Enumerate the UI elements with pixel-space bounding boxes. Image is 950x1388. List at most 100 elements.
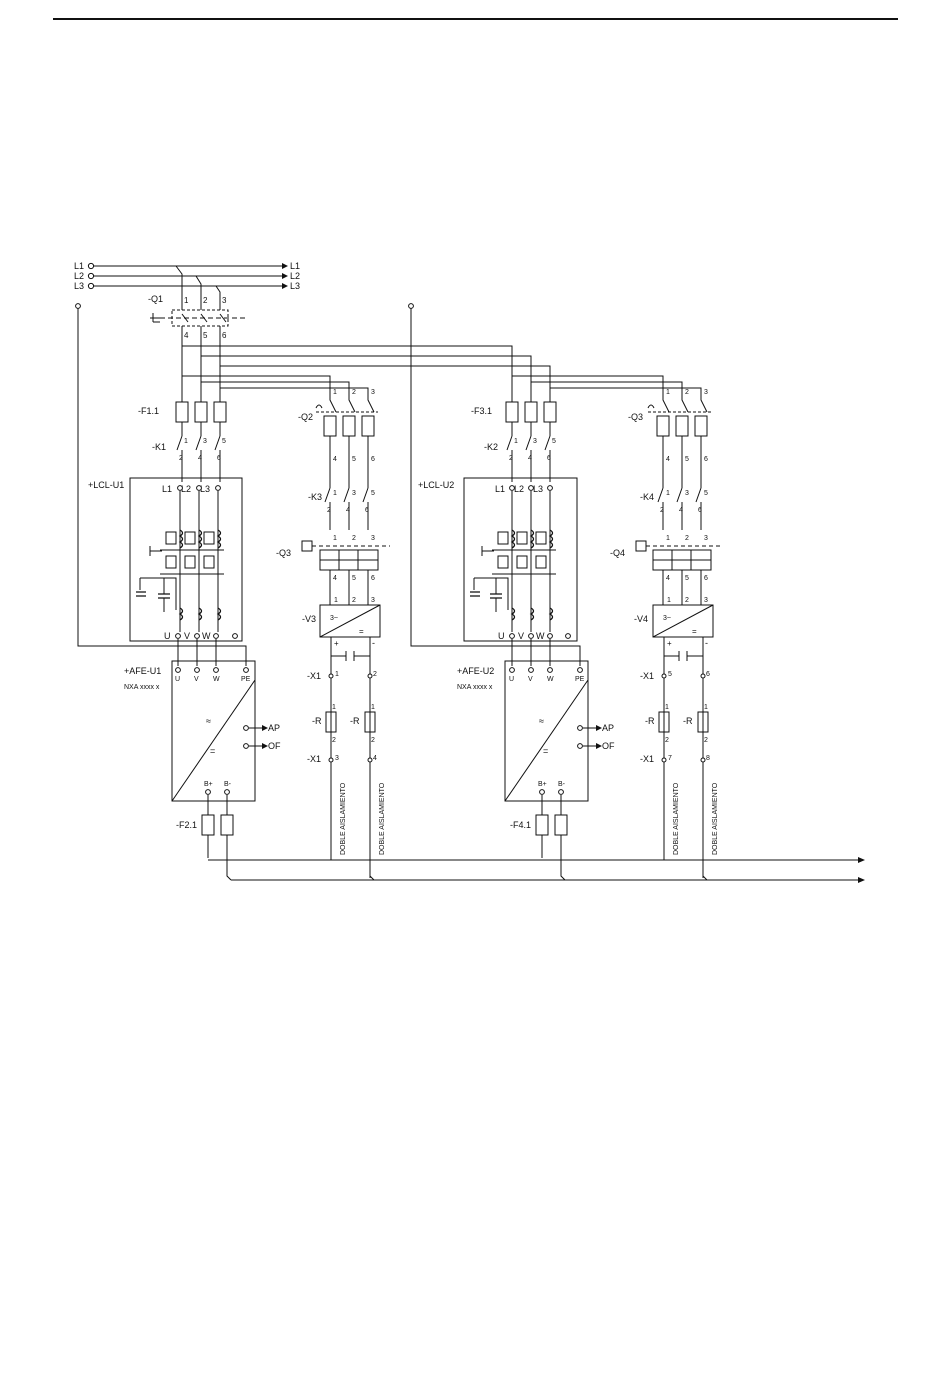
k2-pin-bottom-4: 4 bbox=[528, 455, 532, 462]
brake2-breaker-pin-4: 4 bbox=[666, 456, 670, 463]
x1-b2-pin-5: 5 bbox=[668, 671, 672, 678]
brake2-protector-pin-6: 6 bbox=[704, 575, 708, 582]
k2-pin-top-1: 1 bbox=[514, 438, 518, 445]
x1-b2-pin-6: 6 bbox=[706, 671, 710, 678]
r-b1b-pin-1: 1 bbox=[371, 704, 375, 711]
k3-pin-top-1: 1 bbox=[333, 490, 337, 497]
pe-post-2 bbox=[408, 303, 414, 309]
v3-dc-plus: + bbox=[334, 639, 339, 648]
brake1-protector-pin-4: 4 bbox=[333, 575, 337, 582]
lcl1-in-l1: L1 bbox=[162, 484, 172, 494]
afe1-pin-bminus: B- bbox=[224, 781, 232, 788]
unit-1-afe-model: NXA xxxx x bbox=[124, 684, 160, 691]
unit-1-fuse-label: -F1.1 bbox=[138, 406, 159, 416]
r-b2a-pin-2: 2 bbox=[665, 737, 669, 744]
lcl2-out-w: W bbox=[536, 631, 545, 641]
v3-pin-1: 1 bbox=[334, 597, 338, 604]
afe1-output-of: OF bbox=[268, 741, 281, 751]
brake-1-insulation-2: DOBLE AISLAMIENTO bbox=[379, 782, 386, 855]
pe-post-1 bbox=[75, 303, 81, 309]
brake1-breaker-pin-1: 1 bbox=[333, 389, 337, 396]
v3-ac-symbol: 3~ bbox=[330, 615, 338, 622]
lcl2-in-l2: L2 bbox=[514, 484, 524, 494]
afe2-pin-u: U bbox=[509, 676, 514, 683]
brake1-protector-pin-1: 1 bbox=[333, 535, 337, 542]
unit-2-fuse-label: -F3.1 bbox=[471, 406, 492, 416]
lcl2-out-v: V bbox=[518, 631, 524, 641]
unit-2-afe-label: +AFE-U2 bbox=[457, 666, 494, 676]
main-breaker-q1: -Q1 1 2 3 4 5 6 bbox=[148, 294, 245, 340]
k3-pin-bottom-2: 2 bbox=[327, 507, 331, 514]
k4-pin-bottom-2: 2 bbox=[660, 507, 664, 514]
x1-b1-pin-1: 1 bbox=[335, 671, 339, 678]
phase-label-in-l2: L2 bbox=[74, 271, 84, 281]
v4-pin-2: 2 bbox=[685, 597, 689, 604]
brake-2: -Q3 1 2 3 4 5 6 -K4 1 3 5 2 4 6 -Q4 1 2 … bbox=[610, 389, 722, 878]
q1-terminal-top-3: 3 bbox=[222, 296, 227, 305]
brake2-breaker-pin-6: 6 bbox=[704, 456, 708, 463]
afe1-pin-v: V bbox=[194, 676, 199, 683]
brake1-protector-pin-6: 6 bbox=[371, 575, 375, 582]
k4-pin-top-1: 1 bbox=[666, 490, 670, 497]
v4-dc-symbol: = bbox=[692, 627, 697, 636]
brake1-breaker-pin-3: 3 bbox=[371, 389, 375, 396]
k4-pin-top-5: 5 bbox=[704, 490, 708, 497]
k4-pin-bottom-4: 4 bbox=[679, 507, 683, 514]
brake-1-resistor-1-label: -R bbox=[312, 716, 322, 726]
feed-line-l3: L3 L3 bbox=[74, 281, 300, 291]
q1-terminal-top-1: 1 bbox=[184, 296, 189, 305]
afe2-pin-bminus: B- bbox=[558, 781, 566, 788]
k2-pin-bottom-2: 2 bbox=[509, 455, 513, 462]
k1-pin-top-1: 1 bbox=[184, 438, 188, 445]
brake-1-terminal-top-label: -X1 bbox=[307, 671, 321, 681]
lcl1-internals bbox=[136, 491, 224, 632]
brake-1-protector-label: -Q3 bbox=[276, 548, 291, 558]
afe1-pin-u: U bbox=[175, 676, 180, 683]
brake1-breaker-pin-2: 2 bbox=[352, 389, 356, 396]
afe1-output-ap: AP bbox=[268, 723, 280, 733]
feed-line-l1: L1 L1 bbox=[74, 261, 300, 271]
unit-2-dc-fuse-label: -F4.1 bbox=[510, 820, 531, 830]
brake-2-terminal-top-label: -X1 bbox=[640, 671, 654, 681]
lcl1-out-u: U bbox=[164, 631, 171, 641]
brake-1-inverter-label: -V3 bbox=[302, 614, 316, 624]
x1-b1-pin-2: 2 bbox=[373, 671, 377, 678]
brake2-breaker-pin-1: 1 bbox=[666, 389, 670, 396]
brake1-breaker-pin-6: 6 bbox=[371, 456, 375, 463]
brake-1-insulation-1: DOBLE AISLAMIENTO bbox=[340, 782, 347, 855]
k3-pin-top-5: 5 bbox=[371, 490, 375, 497]
brake2-protector-pin-5: 5 bbox=[685, 575, 689, 582]
k2-pin-top-3: 3 bbox=[533, 438, 537, 445]
k3-pin-bottom-4: 4 bbox=[346, 507, 350, 514]
unit-1-dc-fuse-label: -F2.1 bbox=[176, 820, 197, 830]
k3-pin-bottom-6: 6 bbox=[365, 507, 369, 514]
v3-pin-2: 2 bbox=[352, 597, 356, 604]
v4-ac-symbol: 3~ bbox=[663, 615, 671, 622]
brake-2-insulation-1: DOBLE AISLAMIENTO bbox=[673, 782, 680, 855]
brake1-protector-pin-2: 2 bbox=[352, 535, 356, 542]
brake1-protector-pin-5: 5 bbox=[352, 575, 356, 582]
q1-terminal-top-2: 2 bbox=[203, 296, 208, 305]
x1-b1-pin-3: 3 bbox=[335, 755, 339, 762]
brake-2-resistor-1-label: -R bbox=[645, 716, 655, 726]
v3-pin-3: 3 bbox=[371, 597, 375, 604]
brake2-breaker-pin-3: 3 bbox=[704, 389, 708, 396]
brake-1: -Q2 1 2 3 4 5 6 -K3 1 3 5 2 4 6 -Q3 1 2 … bbox=[276, 389, 390, 878]
brake-2-terminal-bottom-label: -X1 bbox=[640, 754, 654, 764]
r-b2a-pin-1: 1 bbox=[665, 704, 669, 711]
afe1-pin-pe: PE bbox=[241, 676, 251, 683]
unit-1-contactor-label: -K1 bbox=[152, 442, 166, 452]
brake-2-contactor-label: -K4 bbox=[640, 492, 654, 502]
k2-pin-top-5: 5 bbox=[552, 438, 556, 445]
brake-2-breaker-label: -Q3 bbox=[628, 412, 643, 422]
unit-1-lcl-label: +LCL-U1 bbox=[88, 480, 124, 490]
r-b1a-pin-1: 1 bbox=[332, 704, 336, 711]
brake2-breaker-pin-2: 2 bbox=[685, 389, 689, 396]
brake2-protector-pin-3: 3 bbox=[704, 535, 708, 542]
brake-1-breaker-label: -Q2 bbox=[298, 412, 313, 422]
unit-2-afe-model: NXA xxxx x bbox=[457, 684, 493, 691]
phase-label-out-l1: L1 bbox=[290, 261, 300, 271]
brake-2-resistor-2-label: -R bbox=[683, 716, 693, 726]
afe2-pin-w: W bbox=[547, 676, 554, 683]
r-b2b-pin-2: 2 bbox=[704, 737, 708, 744]
